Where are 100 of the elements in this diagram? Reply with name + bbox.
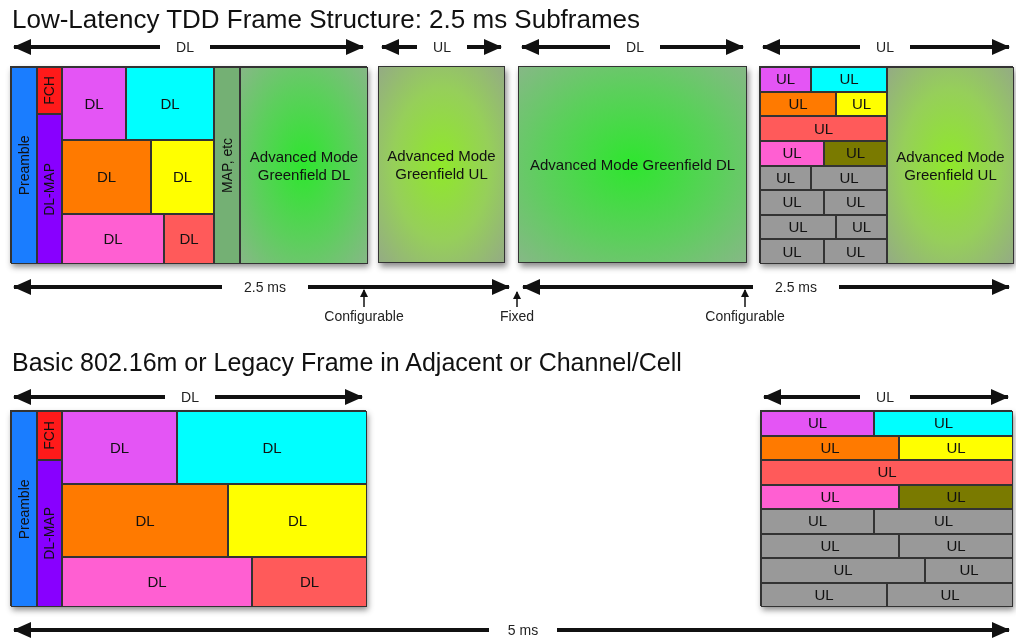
block-label: Advanced Mode Greenfield UL <box>386 146 497 183</box>
block-label: UL <box>819 487 841 506</box>
block-label: DL <box>108 438 131 457</box>
block-label: Preamble <box>15 134 33 198</box>
block-label: DL <box>83 94 105 113</box>
preamble-field <box>11 411 37 607</box>
burst-block <box>228 484 367 557</box>
pointer-label: Configurable <box>324 307 404 325</box>
block-label: UL <box>787 94 809 113</box>
block-label: UL <box>945 536 967 555</box>
header-field <box>37 67 62 114</box>
block-label: DL <box>298 573 321 591</box>
burst-block <box>874 509 1013 534</box>
block-label: UL <box>838 70 860 89</box>
block-label: DL <box>178 230 200 248</box>
diagram-title: Low-Latency TDD Frame Structure: 2.5 ms Subframes <box>12 4 641 35</box>
zone-block <box>887 67 1014 264</box>
burst-block <box>761 509 874 534</box>
burst-block <box>760 165 811 191</box>
header-field <box>37 411 62 460</box>
section-heading: Basic 802.16m or Legacy Frame in Adjacent or Channel/Cell <box>12 348 682 377</box>
burst-block <box>62 214 164 264</box>
burst-block <box>761 582 887 607</box>
burst-block <box>836 214 887 240</box>
map-field <box>37 114 62 264</box>
pointer-label: Configurable <box>705 307 785 325</box>
block-label: DL <box>134 511 156 530</box>
block-label: DL <box>146 573 168 591</box>
zone-block <box>378 66 505 263</box>
burst-block <box>887 582 1013 607</box>
burst-block <box>761 533 899 558</box>
block-label: UL <box>813 585 835 604</box>
burst-block <box>760 190 824 215</box>
burst-block <box>760 67 811 92</box>
block-label: DL-MAP <box>41 506 58 562</box>
burst-block <box>824 239 887 264</box>
pointer-label: Fixed <box>499 307 535 325</box>
block-label: UL <box>819 438 841 457</box>
burst-block <box>899 533 1013 558</box>
block-label: FCH <box>41 75 58 107</box>
block-label: UL <box>812 119 835 138</box>
block-label: DL <box>261 438 283 457</box>
pointer-arrow <box>741 289 749 308</box>
burst-block <box>761 411 874 436</box>
block-label: FCH <box>41 420 58 452</box>
block-label: DL <box>159 94 181 113</box>
pointer-arrow <box>513 291 521 308</box>
block-label: UL <box>939 585 961 604</box>
block-label: UL <box>781 144 803 163</box>
block-label: UL <box>844 144 867 163</box>
burst-block <box>761 435 899 460</box>
block-label: DL <box>171 168 194 186</box>
burst-block <box>177 411 367 484</box>
burst-block <box>836 91 887 117</box>
block-label: UL <box>781 193 803 212</box>
block-label: UL <box>774 70 797 89</box>
burst-block <box>761 558 925 583</box>
block-label: UL <box>876 463 898 482</box>
burst-block <box>62 411 177 484</box>
map-field <box>214 67 240 264</box>
block-label: UL <box>945 438 967 457</box>
burst-block <box>252 557 367 607</box>
burst-block <box>811 165 887 191</box>
burst-block <box>62 140 151 214</box>
block-label: UL <box>932 512 955 531</box>
block-label: UL <box>781 242 803 261</box>
block-label: UL <box>850 218 873 237</box>
burst-block <box>62 67 126 140</box>
zone-block <box>240 67 368 264</box>
pointer-arrow <box>360 289 368 308</box>
frame <box>10 410 366 606</box>
map-field <box>37 460 62 607</box>
block-label: UL <box>945 487 967 506</box>
block-label: Preamble <box>15 478 33 541</box>
burst-block <box>760 91 836 117</box>
frame <box>10 66 367 263</box>
burst-block <box>761 484 899 509</box>
frame <box>759 66 1013 263</box>
block-label: UL <box>844 193 867 212</box>
block-label: UL <box>958 561 980 580</box>
preamble-field <box>11 67 37 264</box>
burst-block <box>925 558 1013 583</box>
block-label: DL <box>95 168 118 186</box>
block-label: MAP, etc <box>218 137 236 195</box>
block-label: DL <box>286 511 309 530</box>
block-label: UL <box>850 94 873 113</box>
block-label: UL <box>806 414 829 433</box>
block-label: UL <box>838 168 860 187</box>
burst-block <box>761 460 1013 485</box>
frame <box>760 410 1012 606</box>
burst-block <box>62 484 228 557</box>
burst-block <box>760 116 887 141</box>
block-label: DL <box>102 230 124 248</box>
block-label: Advanced Mode Greenfield DL <box>248 147 360 184</box>
block-label: UL <box>819 536 841 555</box>
block-label: UL <box>774 168 797 187</box>
block-label: UL <box>832 561 854 580</box>
burst-block <box>824 140 887 166</box>
burst-block <box>760 214 836 240</box>
block-label: UL <box>787 218 809 237</box>
